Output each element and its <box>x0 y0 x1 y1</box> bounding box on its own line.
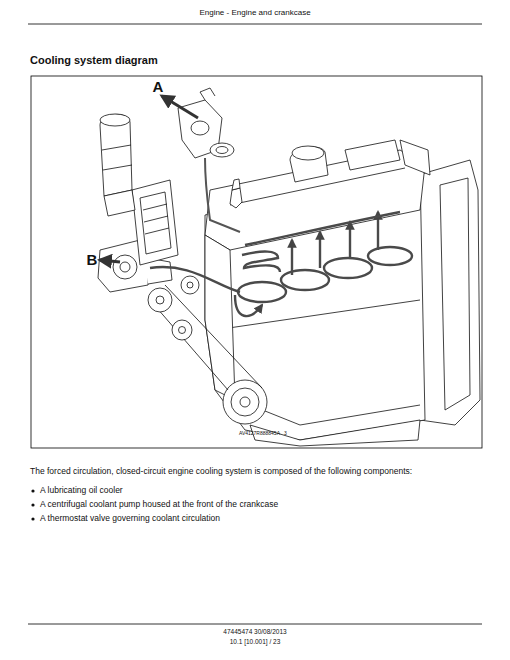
section-title: Cooling system diagram <box>30 54 158 67</box>
coolant-flow <box>150 212 412 316</box>
page-number: 10.1 [10.001] / 23 <box>28 638 482 646</box>
callout-letter: B <box>84 251 100 269</box>
header-rule <box>28 24 482 25</box>
oil-cooler <box>132 180 178 265</box>
flywheel-housing <box>418 160 480 425</box>
bullet-item: A lubricating oil cooler <box>40 485 480 495</box>
body-text: The forced circulation, closed-circuit e… <box>30 466 482 476</box>
outlet-arrow <box>162 96 198 118</box>
callout-letter: A <box>150 78 166 96</box>
turbo-housing <box>290 147 328 182</box>
bullet-item: A centrifugal coolant pump housed at the… <box>40 499 480 509</box>
front-cover <box>205 235 235 400</box>
inlet-arrow <box>100 260 120 262</box>
running-header: Engine - Engine and crankcase <box>28 8 482 18</box>
oil-filter <box>100 114 132 196</box>
bullet-markers <box>31 489 34 520</box>
figure-frame <box>31 76 482 448</box>
coolant-pipe <box>205 158 240 232</box>
bullet-item: A thermostat valve governing coolant cir… <box>40 513 480 523</box>
figure-number: 3 <box>284 430 294 436</box>
footer-code: 47445474 30/08/2013 <box>28 628 482 636</box>
tensioner-pulley <box>172 320 192 340</box>
footer-rule <box>28 624 482 625</box>
idler-pulley <box>148 288 172 312</box>
engine-drawing <box>98 88 480 446</box>
figure-code: AV4127R888845A <box>200 430 280 436</box>
thermostat-valve <box>210 143 234 157</box>
temperature-sensor <box>230 188 242 208</box>
